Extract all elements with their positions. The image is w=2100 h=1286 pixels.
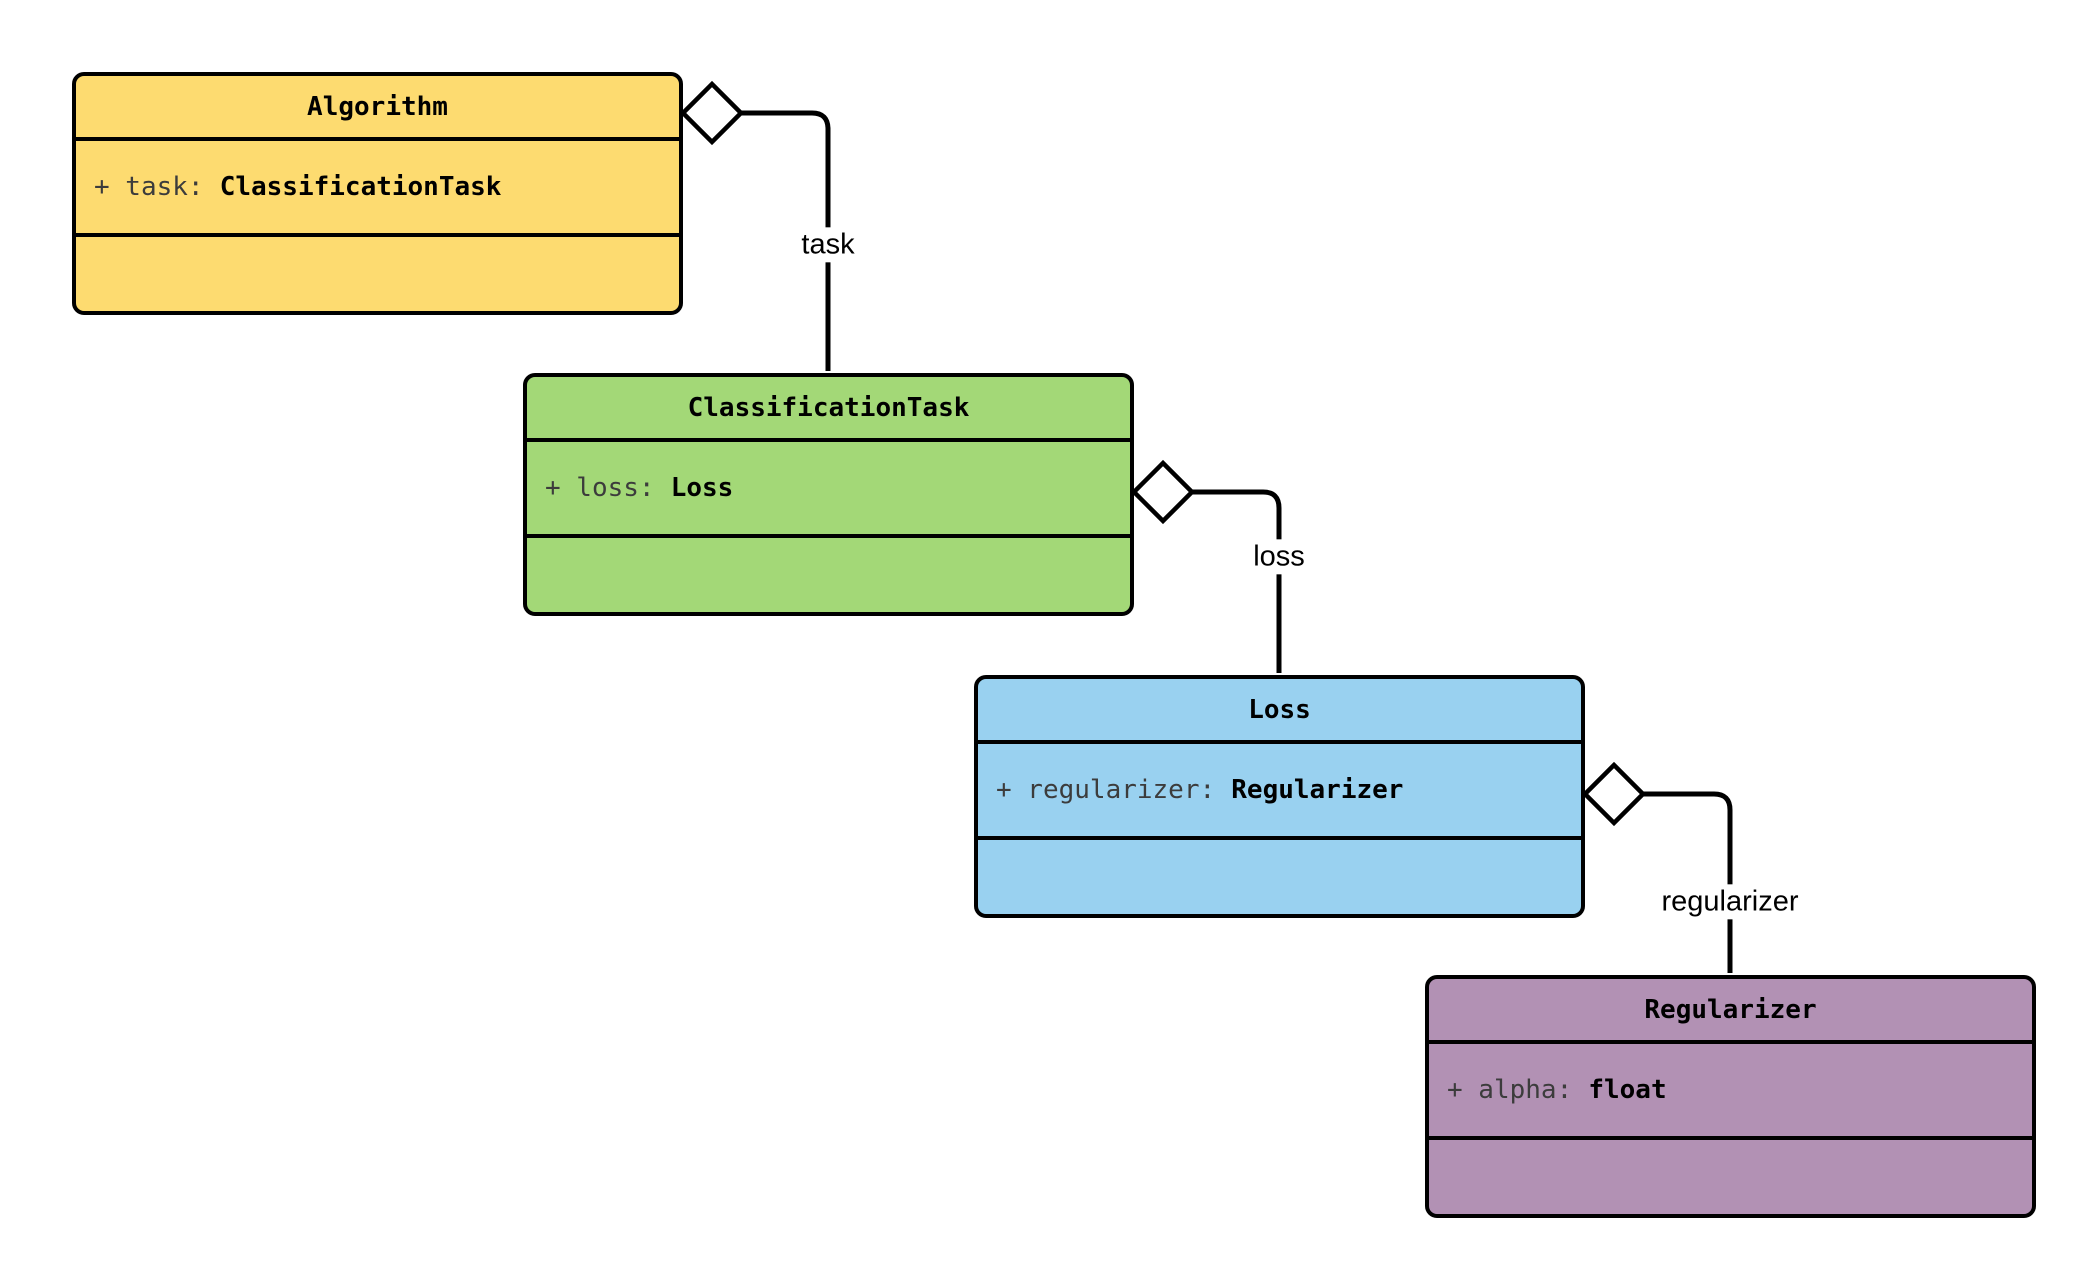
aggregation-diamond-icon xyxy=(679,80,745,146)
aggregation-diamond-icon xyxy=(1581,761,1647,827)
class-box-classificationtask: ClassificationTask + loss: Loss xyxy=(523,373,1134,616)
class-attributes-section: + regularizer: Regularizer xyxy=(978,744,1581,840)
attribute-name: + alpha: xyxy=(1447,1075,1573,1105)
relation-line-regularizer xyxy=(1643,791,1733,973)
relation-line-task xyxy=(741,110,831,371)
attribute-name: + task: xyxy=(94,172,204,202)
attribute-type: Loss xyxy=(670,473,734,503)
class-methods-section xyxy=(76,237,679,311)
attribute-type: float xyxy=(1588,1075,1667,1105)
attribute-name: + loss: xyxy=(545,473,655,503)
relation-label-task: task xyxy=(794,227,862,263)
attribute-type: ClassificationTask xyxy=(219,172,502,202)
class-attributes-section: + loss: Loss xyxy=(527,442,1130,538)
class-box-loss: Loss + regularizer: Regularizer xyxy=(974,675,1585,918)
class-methods-section xyxy=(978,840,1581,914)
class-name: Loss xyxy=(978,679,1581,744)
class-name: Regularizer xyxy=(1429,979,2032,1044)
aggregation-diamond-icon xyxy=(1130,459,1196,525)
class-methods-section xyxy=(527,538,1130,612)
class-name: ClassificationTask xyxy=(527,377,1130,442)
attribute-type: Regularizer xyxy=(1231,775,1404,805)
class-name: Algorithm xyxy=(76,76,679,141)
relation-line-loss xyxy=(1192,489,1282,673)
class-attributes-section: + task: ClassificationTask xyxy=(76,141,679,237)
relation-label-loss: loss xyxy=(1246,539,1312,575)
class-box-regularizer: Regularizer + alpha: float xyxy=(1425,975,2036,1218)
class-methods-section xyxy=(1429,1140,2032,1214)
relation-label-regularizer: regularizer xyxy=(1654,884,1806,920)
class-attributes-section: + alpha: float xyxy=(1429,1044,2032,1140)
class-box-algorithm: Algorithm + task: ClassificationTask xyxy=(72,72,683,315)
attribute-name: + regularizer: xyxy=(996,775,1216,805)
